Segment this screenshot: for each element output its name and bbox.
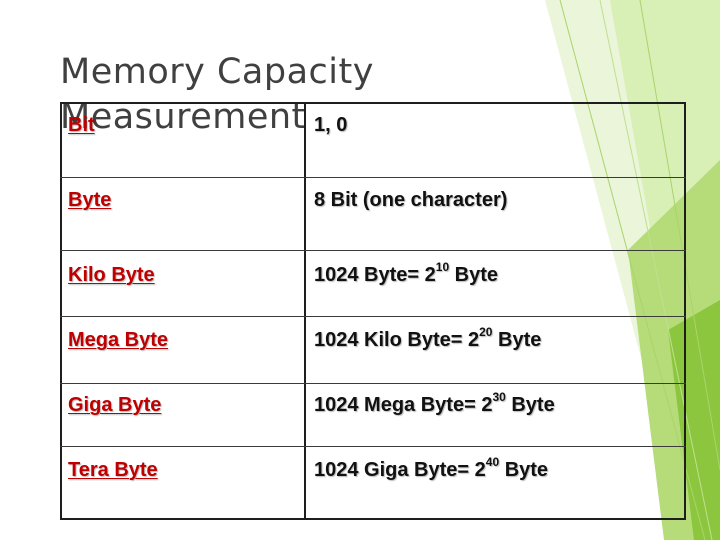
slide-title-line1: Memory Capacity (60, 52, 374, 92)
ribbon-band-dark (668, 300, 720, 540)
value-cell-kilo-byte: 1024 Byte= 210 Byte (314, 260, 499, 287)
ribbon-line-1 (559, 0, 706, 540)
row-divider (60, 316, 686, 317)
unit-cell-mega-byte: Mega Byte (68, 329, 169, 351)
value-unit: Byte (492, 329, 542, 351)
value-text: 1024 Giga Byte= 2 (314, 459, 486, 481)
power-exponent: 40 (485, 455, 500, 470)
unit-cell-bit: Bit (68, 114, 95, 136)
power-exponent: 30 (492, 390, 506, 405)
value-text: 1024 Kilo Byte= 2 (314, 329, 480, 351)
unit-cell-byte: Byte (68, 189, 112, 211)
power-exponent: 20 (479, 325, 493, 340)
value-unit: Byte (499, 459, 549, 481)
unit-cell-tera-byte: Tera Byte (68, 459, 158, 481)
value-cell-giga-byte: 1024 Mega Byte= 230 Byte (314, 390, 555, 417)
column-divider (304, 102, 306, 520)
value-unit: Byte (449, 264, 499, 286)
power-exponent: 10 (435, 260, 450, 275)
row-divider (60, 383, 686, 384)
value-unit: Byte (505, 394, 555, 416)
ribbon-line-3 (639, 0, 720, 471)
value-text: 1024 Mega Byte= 2 (314, 394, 493, 416)
value-cell-bit: 1, 0 (314, 114, 348, 136)
row-divider (60, 250, 686, 251)
value-cell-tera-byte: 1024 Giga Byte= 240 Byte (314, 455, 549, 482)
value-cell-mega-byte: 1024 Kilo Byte= 220 Byte (314, 325, 542, 352)
value-cell-byte: 8 Bit (one character) (314, 189, 508, 211)
row-divider (60, 446, 686, 447)
ribbon-line-2 (599, 0, 713, 540)
memory-units-table: Bit 1, 0 Byte 8 Bit (one character) Kilo… (60, 102, 686, 522)
unit-cell-kilo-byte: Kilo Byte (68, 264, 155, 286)
value-text: 1024 Byte= 2 (314, 264, 436, 286)
unit-cell-giga-byte: Giga Byte (68, 394, 162, 416)
row-divider (60, 177, 686, 178)
